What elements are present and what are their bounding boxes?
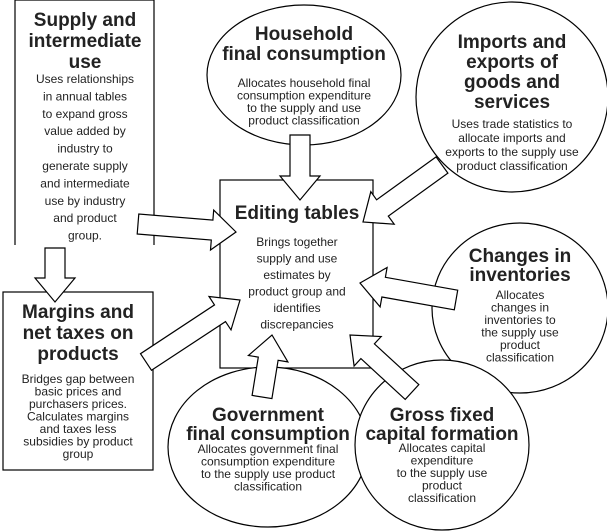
margins-title-line: products <box>37 344 118 365</box>
gfcf-description-line: expenditure <box>411 454 474 468</box>
supply-description-line: Uses relationships <box>36 72 134 86</box>
gfcf-description-line: Allocates capital <box>399 441 486 455</box>
imports-description-line: exports to the supply use <box>445 145 579 159</box>
supply-description-line: and product <box>53 211 117 225</box>
arrow-supply-to-margins-icon <box>33 247 77 303</box>
imports-description-line: Uses trade statistics to <box>452 117 573 131</box>
changes-description-line: inventories to <box>484 313 556 327</box>
editing-node <box>219 179 374 369</box>
margins-node <box>2 291 154 471</box>
changes-title-line: Changes in <box>469 246 571 267</box>
supply-description-line: and intermediate <box>40 176 130 190</box>
household-description-line: to the supply and use <box>247 101 361 115</box>
changes-description-line: the supply use <box>481 326 559 340</box>
arrow-margins-to-editing-icon <box>139 295 241 372</box>
household-description-line: product classification <box>248 114 359 128</box>
supply-description-line: industry to <box>57 142 113 156</box>
government-title-line: final consumption <box>186 424 350 445</box>
changes-description-line: classification <box>486 351 554 365</box>
imports-title-line: Imports and <box>458 32 567 53</box>
gfcf-title-line: capital formation <box>365 424 518 445</box>
margins-description-line: group <box>63 447 94 461</box>
gfcf-description-line: to the supply use <box>397 466 488 480</box>
margins-box <box>2 291 154 471</box>
arrow-household-to-editing-icon <box>278 134 322 201</box>
gfcf-description-line: product <box>422 479 463 493</box>
arrow-imports-to-editing-icon <box>362 156 449 225</box>
changes-title-line: inventories <box>469 265 570 286</box>
imports-node <box>415 1 607 193</box>
household-title-line: final consumption <box>222 44 386 65</box>
supply-description-line: use by industry <box>45 194 126 208</box>
editing-description-line: identifies <box>273 301 320 315</box>
editing-description-line: discrepancies <box>260 318 333 332</box>
household-title-line: Household <box>255 24 353 45</box>
changes-ellipse <box>431 222 607 394</box>
supply-title-line: use <box>69 52 102 73</box>
margins-description-line: subsidies by product <box>23 435 133 449</box>
changes-node <box>431 222 607 394</box>
imports-description-line: allocate imports and <box>458 131 565 145</box>
supply-description-line: in annual tables <box>43 89 127 103</box>
imports-description-line: product classification <box>456 159 567 173</box>
margins-description-line: basic prices and <box>35 385 122 399</box>
government-description-line: classification <box>234 480 302 494</box>
margins-description-line: and taxes less <box>40 422 117 436</box>
margins-title-line: net taxes on <box>23 323 134 344</box>
changes-description-line: changes in <box>491 301 549 315</box>
supply-description-line: to expand gross <box>42 107 127 121</box>
government-description-line: Allocates government final <box>198 442 339 456</box>
imports-title-line: exports of <box>466 52 559 73</box>
margins-description-line: Calculates margins <box>27 410 129 424</box>
gfcf-title-line: Gross fixed <box>390 405 495 426</box>
editing-description-line: supply and use <box>257 252 338 266</box>
government-description-line: to the supply use product <box>201 467 336 481</box>
supply-title-line: intermediate <box>29 31 142 52</box>
supply-description-line: value added by <box>44 124 125 138</box>
imports-ellipse <box>415 1 607 193</box>
editing-title-line: Editing tables <box>235 203 360 224</box>
supply-title-line: Supply and <box>34 10 136 31</box>
editing-description-line: estimates by <box>263 268 330 282</box>
changes-description-line: product <box>500 338 541 352</box>
gfcf-description-line: classification <box>408 491 476 505</box>
government-description-line: consumption expenditure <box>201 455 335 469</box>
supply-description-line: generate supply <box>42 159 127 173</box>
arrow-gfcf-to-editing-icon <box>349 334 420 401</box>
margins-title-line: Margins and <box>22 302 134 323</box>
household-description-line: consumption expenditure <box>237 89 371 103</box>
imports-title-line: goods and <box>464 72 560 93</box>
arrow-supply-to-editing-icon <box>136 208 237 252</box>
gfcf-ellipse <box>354 359 530 531</box>
gfcf-node <box>354 359 530 531</box>
household-description-line: Allocates household final <box>238 76 371 90</box>
supply-description-line: group. <box>68 229 102 243</box>
supply-box <box>14 0 155 245</box>
arrow-government-to-editing-icon <box>247 334 290 400</box>
margins-description-line: Bridges gap between <box>22 372 135 386</box>
supply-node <box>14 0 155 245</box>
editing-box <box>219 179 374 369</box>
changes-description-line: Allocates <box>496 288 545 302</box>
editing-description-line: Brings together <box>256 235 337 249</box>
margins-description-line: purchasers prices. <box>29 397 127 411</box>
government-title-line: Government <box>212 405 325 426</box>
arrow-changes-to-editing-icon <box>359 266 459 311</box>
editing-description-line: product group and <box>248 285 345 299</box>
imports-title-line: services <box>474 92 550 113</box>
